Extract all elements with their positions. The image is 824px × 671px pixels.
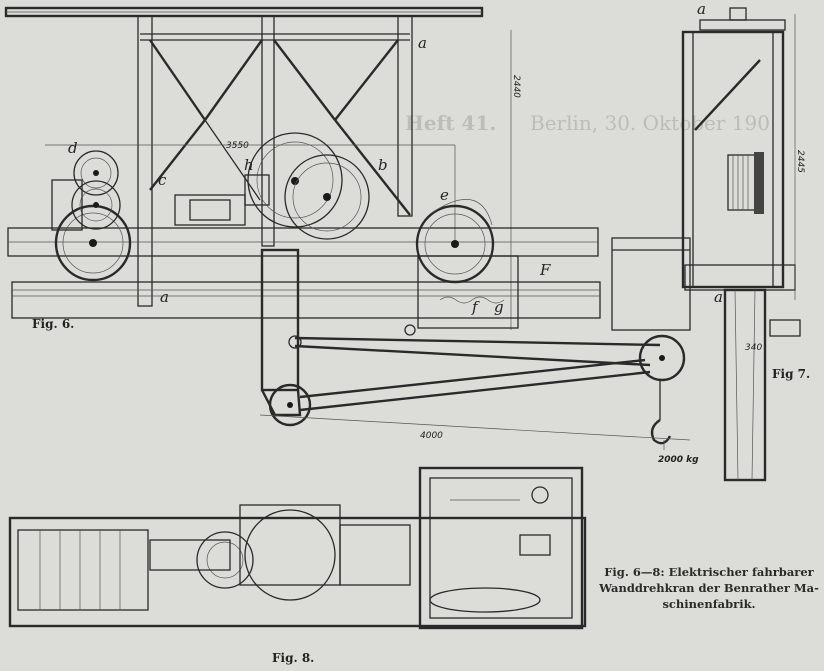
- caption-line: Fig. 6—8: Elektrischer fahrbarer: [604, 565, 814, 579]
- label-a: a: [418, 34, 427, 52]
- left-column: [137, 15, 153, 307]
- running-track: [11, 281, 601, 319]
- label-F: F: [539, 261, 551, 279]
- fig6-label: Fig. 6.: [32, 317, 74, 331]
- label-a: a: [160, 288, 169, 306]
- motor-h: [244, 174, 270, 206]
- jib: 4000 2000 kg: [259, 248, 699, 465]
- dim-2440: 2440: [511, 75, 521, 98]
- fig6-side-elevation: 3550 2440: [4, 6, 699, 465]
- bleed-through-text: Heft 41. Berlin, 30. Oktober 190: [405, 111, 770, 135]
- label-a: a: [714, 288, 723, 306]
- dim-2445: 2445: [795, 150, 805, 173]
- label-f: f: [471, 298, 480, 316]
- wheels: [51, 132, 495, 284]
- dim-340: 340: [745, 343, 762, 353]
- fig7-end-elevation: 2445 340 a a Fig 7.: [611, 0, 810, 482]
- motor: [339, 524, 411, 586]
- label-d: d: [68, 139, 78, 157]
- fig7-frame: [681, 30, 785, 289]
- fig7-label: Fig 7.: [772, 367, 810, 381]
- label-b: b: [378, 156, 388, 174]
- hook-icon: [650, 419, 672, 445]
- fig7-post: [723, 288, 767, 482]
- label-a: a: [697, 0, 706, 18]
- fig8-plan-view: Fig. 8.: [8, 466, 587, 665]
- label-e: e: [440, 186, 449, 204]
- figure-caption: Fig. 6—8: Elektrischer fahrbarer Wanddre…: [596, 564, 822, 612]
- fig8-frame: [8, 516, 587, 628]
- counterweight-box: [417, 255, 519, 329]
- caption-line: Wanddrehkran der Benrather Ma-: [599, 581, 819, 595]
- label-g: g: [494, 298, 504, 316]
- dim-3550: 3550: [226, 141, 249, 151]
- right-column: [397, 15, 413, 217]
- caption-line: schinenfabrik.: [662, 597, 756, 611]
- fig8-label: Fig. 8.: [272, 651, 314, 665]
- truss: [149, 39, 411, 216]
- load-2000kg: 2000 kg: [658, 455, 699, 465]
- label-c: c: [158, 171, 167, 189]
- bleed-issue: Heft 41.: [405, 111, 496, 135]
- label-h: h: [244, 156, 254, 174]
- dim-4000: 4000: [420, 431, 443, 441]
- bleed-header: Berlin, 30. Oktober 190: [530, 111, 770, 135]
